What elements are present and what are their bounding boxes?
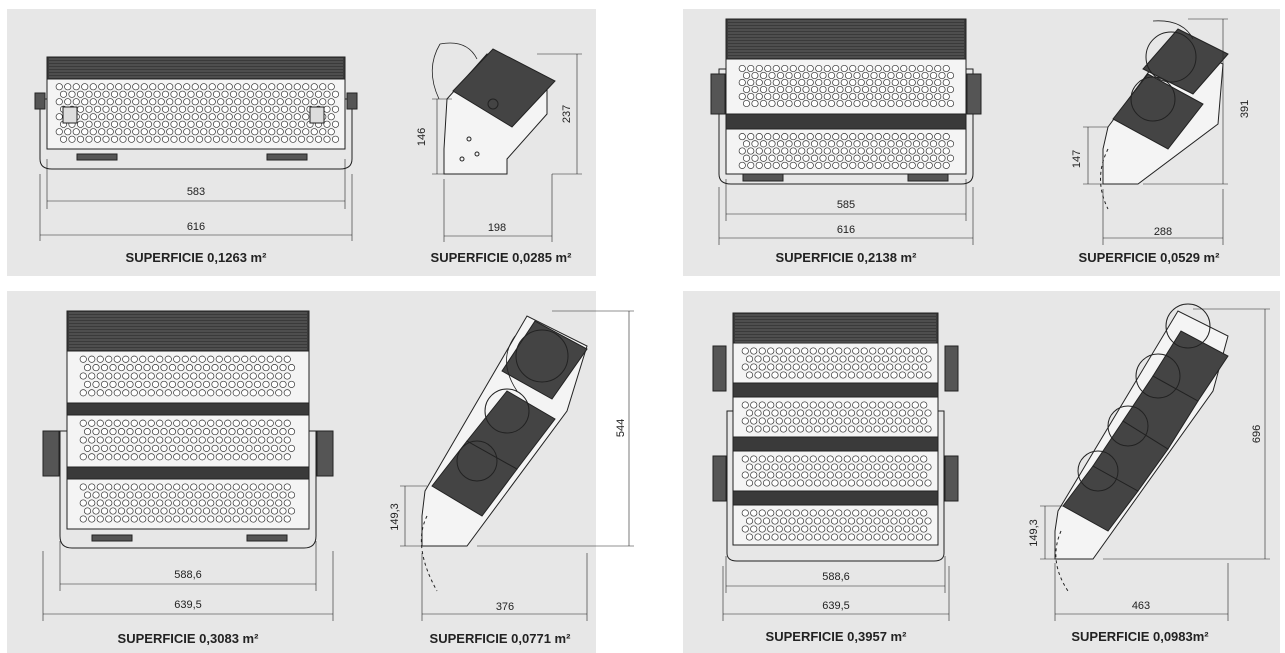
side-height-2: 147 [1071, 150, 1083, 168]
front-surface-label-2: SUPERFICIE 0,2138 m² [776, 250, 918, 265]
side-view-3 [400, 310, 634, 621]
front-surface-label-1: SUPERFICIE 0,1263 m² [126, 250, 268, 265]
side-depth-2: 288 [1154, 226, 1172, 238]
side-depth-4: 463 [1132, 600, 1150, 612]
front-view-2 [710, 18, 982, 245]
front-outer-width-1: 616 [187, 221, 205, 233]
front-inner-width-2: 585 [837, 199, 855, 211]
front-surface-label-4: SUPERFICIE 0,3957 m² [766, 629, 908, 644]
panel-4: 588,6 639,5 149,3 696 463 SUPERFICIE 0,3… [683, 291, 1280, 653]
drawing-4: 588,6 639,5 149,3 696 463 SUPERFICIE 0,3… [712, 303, 1270, 644]
front-view-3 [42, 310, 334, 621]
side-height-4: 149,3 [1028, 519, 1040, 547]
side-view-4 [1040, 303, 1270, 621]
front-inner-width-3: 588,6 [174, 569, 202, 581]
front-surface-label-3: SUPERFICIE 0,3083 m² [118, 631, 260, 646]
side-height-3: 149,3 [389, 503, 401, 531]
drawing-1: 583 616 146 237 198 SUPERFICIE 0,1263 m²… [34, 42, 582, 265]
side-surface-label-4: SUPERFICIE 0,0983m² [1071, 629, 1209, 644]
side-total-height-4: 696 [1251, 425, 1263, 443]
side-depth-3: 376 [496, 601, 514, 613]
front-view-4 [712, 312, 959, 621]
side-surface-label-3: SUPERFICIE 0,0771 m² [430, 631, 572, 646]
front-inner-width-1: 583 [187, 186, 205, 198]
side-total-height-2: 391 [1239, 100, 1251, 118]
panel-1: 583 616 146 237 198 SUPERFICIE 0,1263 m²… [7, 9, 596, 276]
front-outer-width-2: 616 [837, 224, 855, 236]
drawing-3: 588,6 639,5 149,3 544 376 SUPERFICIE 0,3… [42, 310, 634, 646]
side-height-1: 146 [416, 128, 428, 146]
side-surface-label-1: SUPERFICIE 0,0285 m² [431, 250, 573, 265]
side-depth-1: 198 [488, 222, 506, 234]
side-total-height-3: 544 [615, 419, 627, 437]
front-outer-width-3: 639,5 [174, 599, 202, 611]
side-view-1 [431, 42, 582, 242]
front-inner-width-4: 588,6 [822, 571, 850, 583]
panel-3: 588,6 639,5 149,3 544 376 SUPERFICIE 0,3… [7, 291, 634, 653]
side-surface-label-2: SUPERFICIE 0,0529 m² [1079, 250, 1221, 265]
front-outer-width-4: 639,5 [822, 600, 850, 612]
side-view-2 [1083, 18, 1229, 245]
side-total-height-1: 237 [561, 105, 573, 123]
front-view-1 [34, 56, 358, 241]
drawing-2: 585 616 147 391 288 SUPERFICIE 0,2138 m²… [710, 18, 1251, 265]
panel-2: 585 616 147 391 288 SUPERFICIE 0,2138 m²… [683, 9, 1280, 276]
